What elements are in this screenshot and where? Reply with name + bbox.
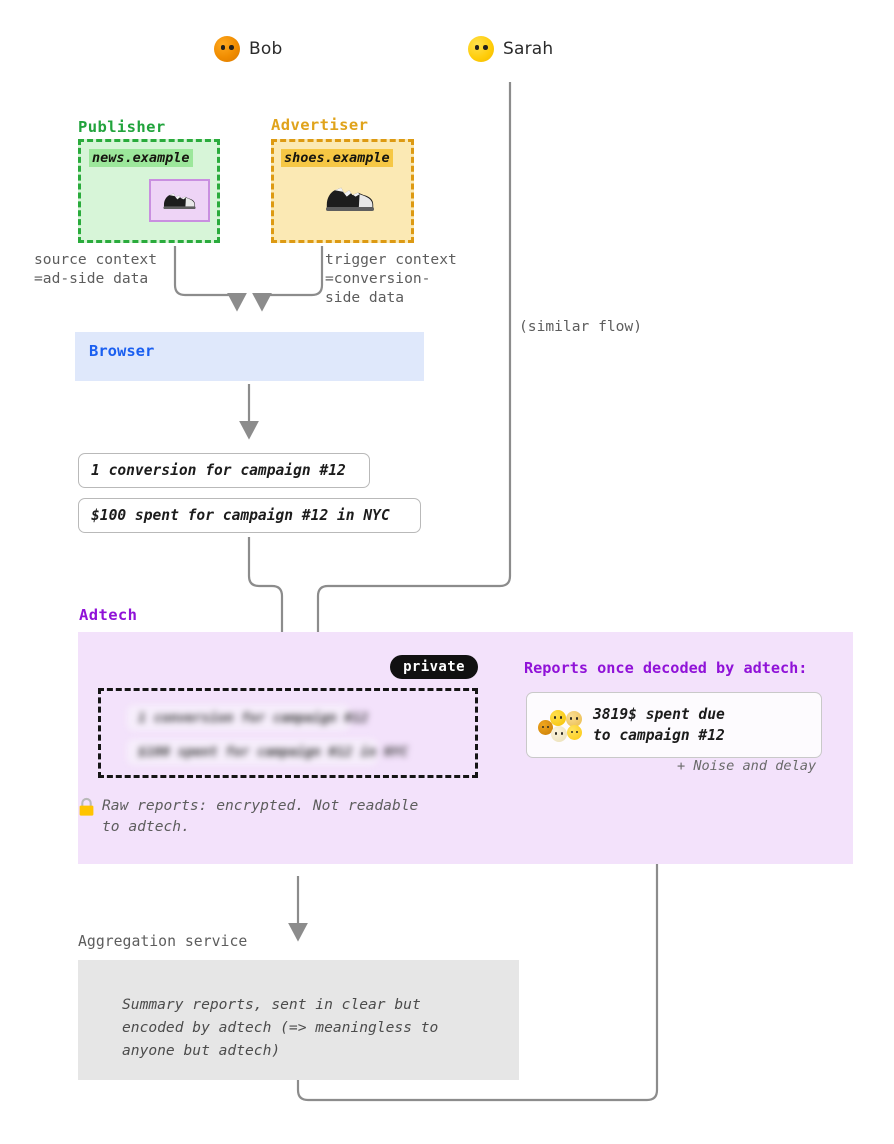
- sneaker-icon: [326, 187, 374, 211]
- browser-label: Browser: [89, 342, 155, 360]
- advertiser-caption: Advertiser: [271, 116, 369, 134]
- lock-icon: [79, 797, 94, 816]
- person-name: Sarah: [503, 39, 554, 59]
- adtech-caption: Adtech: [79, 606, 138, 624]
- advertiser-product: [317, 182, 383, 216]
- person-name: Bob: [249, 39, 283, 59]
- trigger-context-label: trigger context =conversion- side data: [325, 251, 457, 306]
- publisher-domain-label: news.example: [89, 149, 193, 167]
- source-context-label: source context =ad-side data: [34, 251, 158, 287]
- encrypted-report: $100 spent for campaign #12 in NYC: [127, 739, 408, 765]
- raw-reports-note-text: Raw reports: encrypted. Not readable to …: [102, 797, 419, 835]
- aggregation-box: Summary reports, sent in clear but encod…: [78, 960, 519, 1080]
- face-cluster-icon: [538, 707, 588, 745]
- publisher-box: news.example: [78, 139, 220, 243]
- raw-reports-note: Raw reports: encrypted. Not readable to …: [78, 795, 478, 837]
- aggregation-text: Summary reports, sent in clear but encod…: [122, 996, 439, 1059]
- decoded-reports-title: Reports once decoded by adtech:: [524, 659, 808, 677]
- noise-and-delay-label: + Noise and delay: [677, 758, 817, 774]
- sneaker-icon: [163, 193, 196, 209]
- encrypted-report: 1 conversion for campaign #12: [127, 705, 368, 731]
- connector-publisher-to-browser: [173, 246, 247, 312]
- aggregation-caption: Aggregation service: [78, 933, 248, 950]
- face-icon: [468, 36, 494, 62]
- person-bob: Bob: [214, 36, 282, 62]
- publisher-caption: Publisher: [78, 118, 166, 136]
- private-badge: private: [390, 655, 478, 679]
- private-zone: 1 conversion for campaign #12 $100 spent…: [98, 688, 478, 778]
- advertiser-domain-label: shoes.example: [281, 149, 393, 167]
- decoded-report-text: 3819$ spent due to campaign #12: [593, 706, 725, 744]
- advertiser-box: shoes.example: [271, 139, 414, 243]
- browser-box: Browser: [75, 332, 424, 381]
- similar-flow-label: (similar flow): [519, 318, 643, 335]
- person-sarah: Sarah: [468, 36, 553, 62]
- connector-advertiser-to-browser: [252, 246, 324, 312]
- decoded-report-box: 3819$ spent due to campaign #12: [526, 692, 822, 758]
- ad-slot[interactable]: [149, 179, 210, 222]
- report-message: $100 spent for campaign #12 in NYC: [78, 498, 421, 533]
- face-icon: [214, 36, 240, 62]
- report-message: 1 conversion for campaign #12: [78, 453, 370, 488]
